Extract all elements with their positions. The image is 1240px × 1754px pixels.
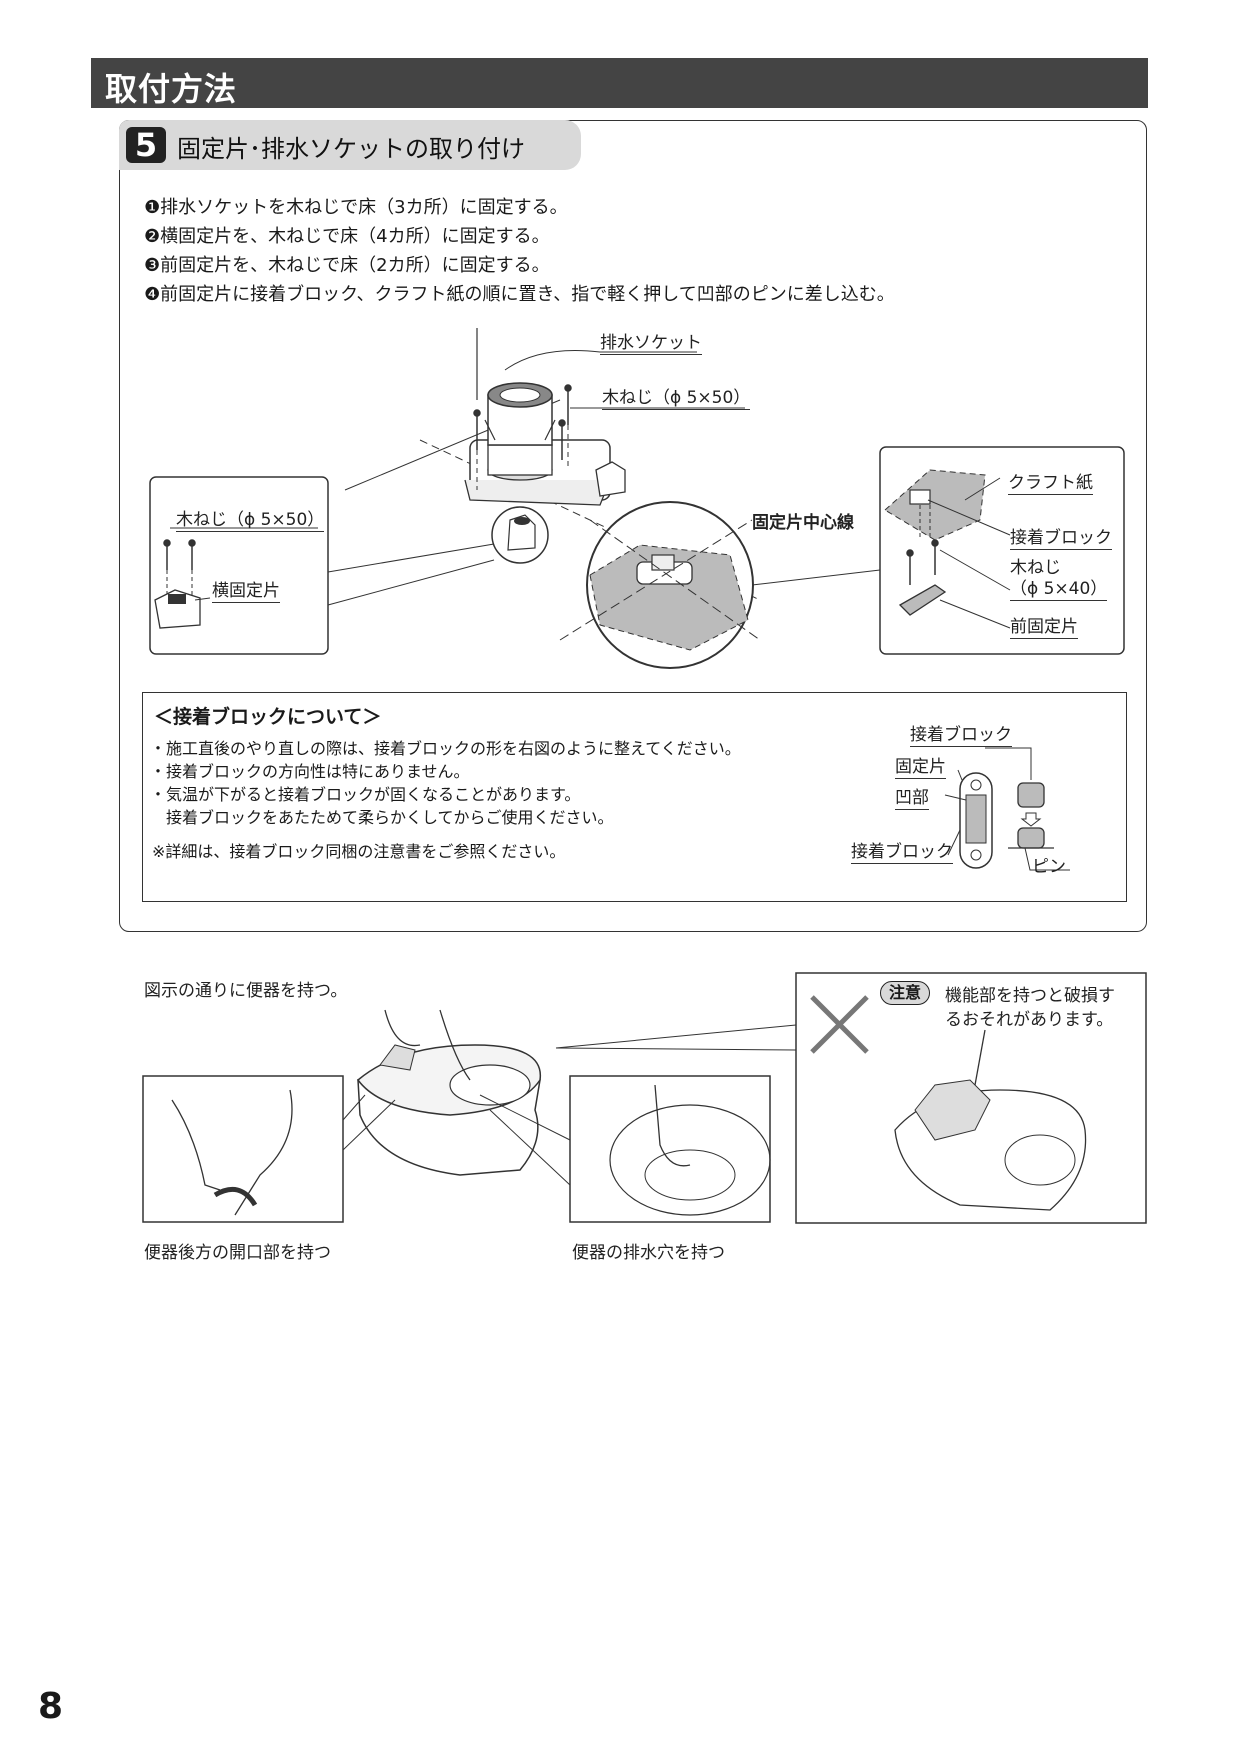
note-label-fixing-piece: 固定片	[895, 752, 946, 779]
step-frame	[119, 120, 1147, 932]
label-side-fixing-piece: 横固定片	[212, 576, 280, 603]
note-line-4: 接着ブロックをあたためて柔らかくしてからご使用ください。	[150, 808, 614, 827]
note-line-1: ・施工直後のやり直しの際は、接着ブロックの形を右図のように整えてください。	[150, 739, 741, 758]
holding-intro: 図示の通りに便器を持つ。	[144, 981, 348, 1001]
instruction-1: ❶排水ソケットを木ねじで床（3カ所）に固定する。	[144, 197, 568, 218]
label-kraft-paper: クラフト紙	[1008, 468, 1093, 495]
label-front-fixing-piece: 前固定片	[1010, 612, 1078, 639]
section-title: 取付方法	[105, 70, 238, 108]
note-title: ＜接着ブロックについて＞	[154, 706, 382, 728]
step-tab: 5 固定片･排水ソケットの取り付け	[119, 120, 581, 170]
caution-badge: 注意	[880, 981, 931, 1005]
caution-text-line-1: 機能部を持つと破損す	[945, 986, 1115, 1006]
note-label-recess: 凹部	[895, 783, 929, 810]
drain-socket-illustration	[464, 382, 611, 506]
note-line-3: ・気温が下がると接着ブロックが固くなることがあります。	[150, 785, 581, 804]
note-label-adhesive-block-top: 接着ブロック	[910, 720, 1012, 747]
note-label-adhesive-block-bottom: 接着ブロック	[851, 837, 953, 864]
note-line-2: ・接着ブロックの方向性は特にありません。	[150, 762, 470, 781]
step-number: 5	[126, 127, 166, 163]
instruction-3: ❸前固定片を、木ねじで床（2カ所）に固定する。	[144, 255, 550, 276]
instruction-2: ❷横固定片を、木ねじで床（4カ所）に固定する。	[144, 226, 550, 247]
section-header-bar: 取付方法	[91, 58, 1148, 108]
note-footnote: ※詳細は、接着ブロック同梱の注意書をご参照ください。	[152, 842, 566, 861]
label-wood-screw-50-right: 木ねじ（ϕ 5×50）	[602, 383, 751, 410]
label-adhesive-block: 接着ブロック	[1010, 523, 1112, 550]
label-center-line: 固定片中心線	[752, 513, 854, 533]
step-title: 固定片･排水ソケットの取り付け	[177, 135, 525, 163]
label-drain-socket: 排水ソケット	[600, 328, 702, 355]
instruction-4: ❹前固定片に接着ブロック、クラフト紙の順に置き、指で軽く押して凹部のピンに差し込…	[144, 284, 895, 305]
label-wood-screw-40-line2: （ϕ 5×40）	[1010, 574, 1108, 601]
label-wood-screw-40-line1: 木ねじ	[1010, 558, 1061, 578]
caution-block: 注意	[880, 981, 931, 1005]
label-wood-screw-50-left: 木ねじ（ϕ 5×50）	[176, 505, 325, 532]
center-line-detail	[559, 501, 761, 669]
page-number: 8	[38, 1686, 64, 1727]
caption-drain-hole: 便器の排水穴を持つ	[572, 1243, 725, 1263]
note-label-pin: ピン	[1032, 857, 1066, 877]
caption-rear-opening: 便器後方の開口部を持つ	[144, 1243, 331, 1263]
adhesive-block-note-box	[142, 692, 1127, 902]
caution-text-line-2: るおそれがあります。	[945, 1010, 1114, 1030]
